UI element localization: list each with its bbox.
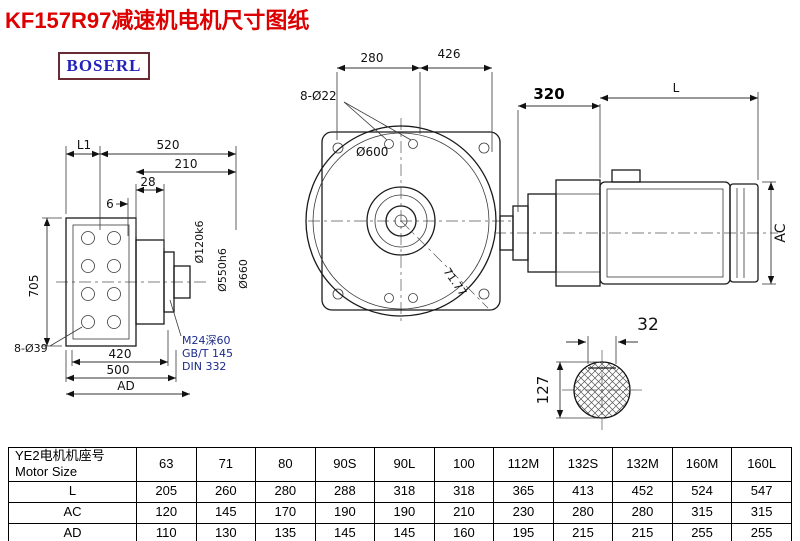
side-view-dims: 320 L AC (517, 81, 789, 285)
note-din-standard: DIN 332 (182, 360, 226, 373)
dim-127: 127 (534, 376, 552, 405)
dim-210: 210 (175, 157, 198, 171)
dim-320: 320 (533, 85, 564, 103)
label-8xd39: 8-Ø39 (14, 342, 48, 355)
table-cell: 110 (136, 522, 197, 541)
motor-dimension-table: YE2电机机座号 Motor Size 63 71 80 90S 90L 100… (8, 447, 792, 541)
table-cell: 230 (493, 501, 554, 524)
table-cell: 210 (433, 501, 495, 524)
flange-circle (305, 125, 497, 317)
boserl-logo: BOSERL (58, 52, 150, 80)
size-header: 71 (195, 447, 257, 482)
shaft-circle (573, 361, 631, 419)
label-d660: Ø660 (237, 259, 250, 289)
table-cell: 195 (493, 522, 554, 541)
table-cell: 215 (612, 522, 673, 541)
table-cell: 547 (731, 480, 792, 503)
motor-size-header-cn: YE2电机机座号 (15, 448, 105, 463)
table-cell: 452 (612, 480, 673, 503)
dim-6: 6 (106, 197, 114, 211)
table-cell: 315 (731, 501, 792, 524)
table-cell: 135 (255, 522, 316, 541)
table-cell: 145 (374, 522, 435, 541)
label-d600: Ø600 (356, 145, 388, 159)
size-header: 90S (314, 447, 376, 482)
table-cell: 215 (552, 522, 614, 541)
size-header: 80 (255, 447, 316, 482)
table-cell: 315 (671, 501, 733, 524)
table-cell: 170 (255, 501, 316, 524)
dim-l1: L1 (77, 138, 91, 152)
side-view (494, 169, 778, 287)
size-header: 90L (374, 447, 435, 482)
dim-l: L (673, 81, 680, 95)
table-cell: 318 (374, 480, 435, 503)
fan-cowl (729, 183, 759, 283)
table-cell: 280 (255, 480, 316, 503)
table-cell: 120 (136, 501, 197, 524)
output-shaft (173, 265, 191, 299)
dim-ac: AC (773, 223, 789, 242)
table-cell: 288 (314, 480, 376, 503)
size-header: 63 (136, 447, 197, 482)
dim-280: 280 (361, 51, 384, 65)
table-header-row: YE2电机机座号 Motor Size 63 71 80 90S 90L 100… (8, 447, 792, 482)
table-cell: 524 (671, 480, 733, 503)
dim-426: 426 (438, 47, 461, 61)
table-cell: 205 (136, 480, 197, 503)
note-tap: M24深60 (182, 334, 231, 347)
table-row: L 205 260 280 288 318 318 365 413 452 52… (8, 480, 792, 503)
table-cell: 280 (552, 501, 614, 524)
dim-520: 520 (157, 138, 180, 152)
row-label: L (8, 480, 137, 503)
left-view (56, 217, 206, 347)
table-row: AD 110 130 135 145 145 160 195 215 215 2… (8, 522, 792, 541)
dim-28: 28 (140, 175, 155, 189)
size-header: 160L (731, 447, 792, 482)
table-cell: 190 (314, 501, 376, 524)
table-cell: 365 (493, 480, 554, 503)
label-8xd22: 8-Ø22 (300, 89, 337, 103)
size-header: 132S (552, 447, 614, 482)
size-header: 132M (612, 447, 673, 482)
size-header: 160M (671, 447, 733, 482)
row-label: AD (8, 522, 137, 541)
motor-size-header: YE2电机机座号 Motor Size (8, 447, 137, 482)
table-cell: 413 (552, 480, 614, 503)
table-row: AC 120 145 170 190 190 210 230 280 280 3… (8, 501, 792, 524)
terminal-box (611, 169, 641, 183)
table-cell: 260 (195, 480, 257, 503)
dim-420: 420 (109, 347, 132, 361)
motor-size-header-en: Motor Size (15, 464, 78, 480)
dim-705: 705 (27, 275, 41, 298)
row-label: AC (8, 501, 137, 524)
size-header: 112M (493, 447, 554, 482)
label-shaft-dia: Ø120k6 (193, 220, 206, 263)
label-d550: Ø550h6 (216, 248, 229, 292)
front-view (305, 118, 512, 324)
page-title: KF157R97减速机电机尺寸图纸 (5, 8, 310, 33)
dim-500: 500 (107, 363, 130, 377)
table-cell: 160 (433, 522, 495, 541)
dim-ad: AD (117, 379, 134, 393)
table-cell: 255 (671, 522, 733, 541)
shaft-section-view: 32 127 (534, 315, 659, 430)
left-view-dims: L1 520 210 28 6 705 420 500 AD (14, 138, 250, 398)
table-cell: 145 (195, 501, 257, 524)
size-header: 100 (433, 447, 495, 482)
table-cell: 130 (195, 522, 257, 541)
table-cell: 145 (314, 522, 376, 541)
table-cell: 318 (433, 480, 495, 503)
table-cell: 255 (731, 522, 792, 541)
dim-32: 32 (637, 315, 659, 335)
note-gb-standard: GB/T 145 (182, 347, 233, 360)
table-cell: 280 (612, 501, 673, 524)
technical-drawing: L1 520 210 28 6 705 420 500 AD (14, 47, 789, 430)
table-cell: 190 (374, 501, 435, 524)
front-view-dims: 280 426 8-Ø22 Ø600 71.77 (300, 47, 493, 299)
